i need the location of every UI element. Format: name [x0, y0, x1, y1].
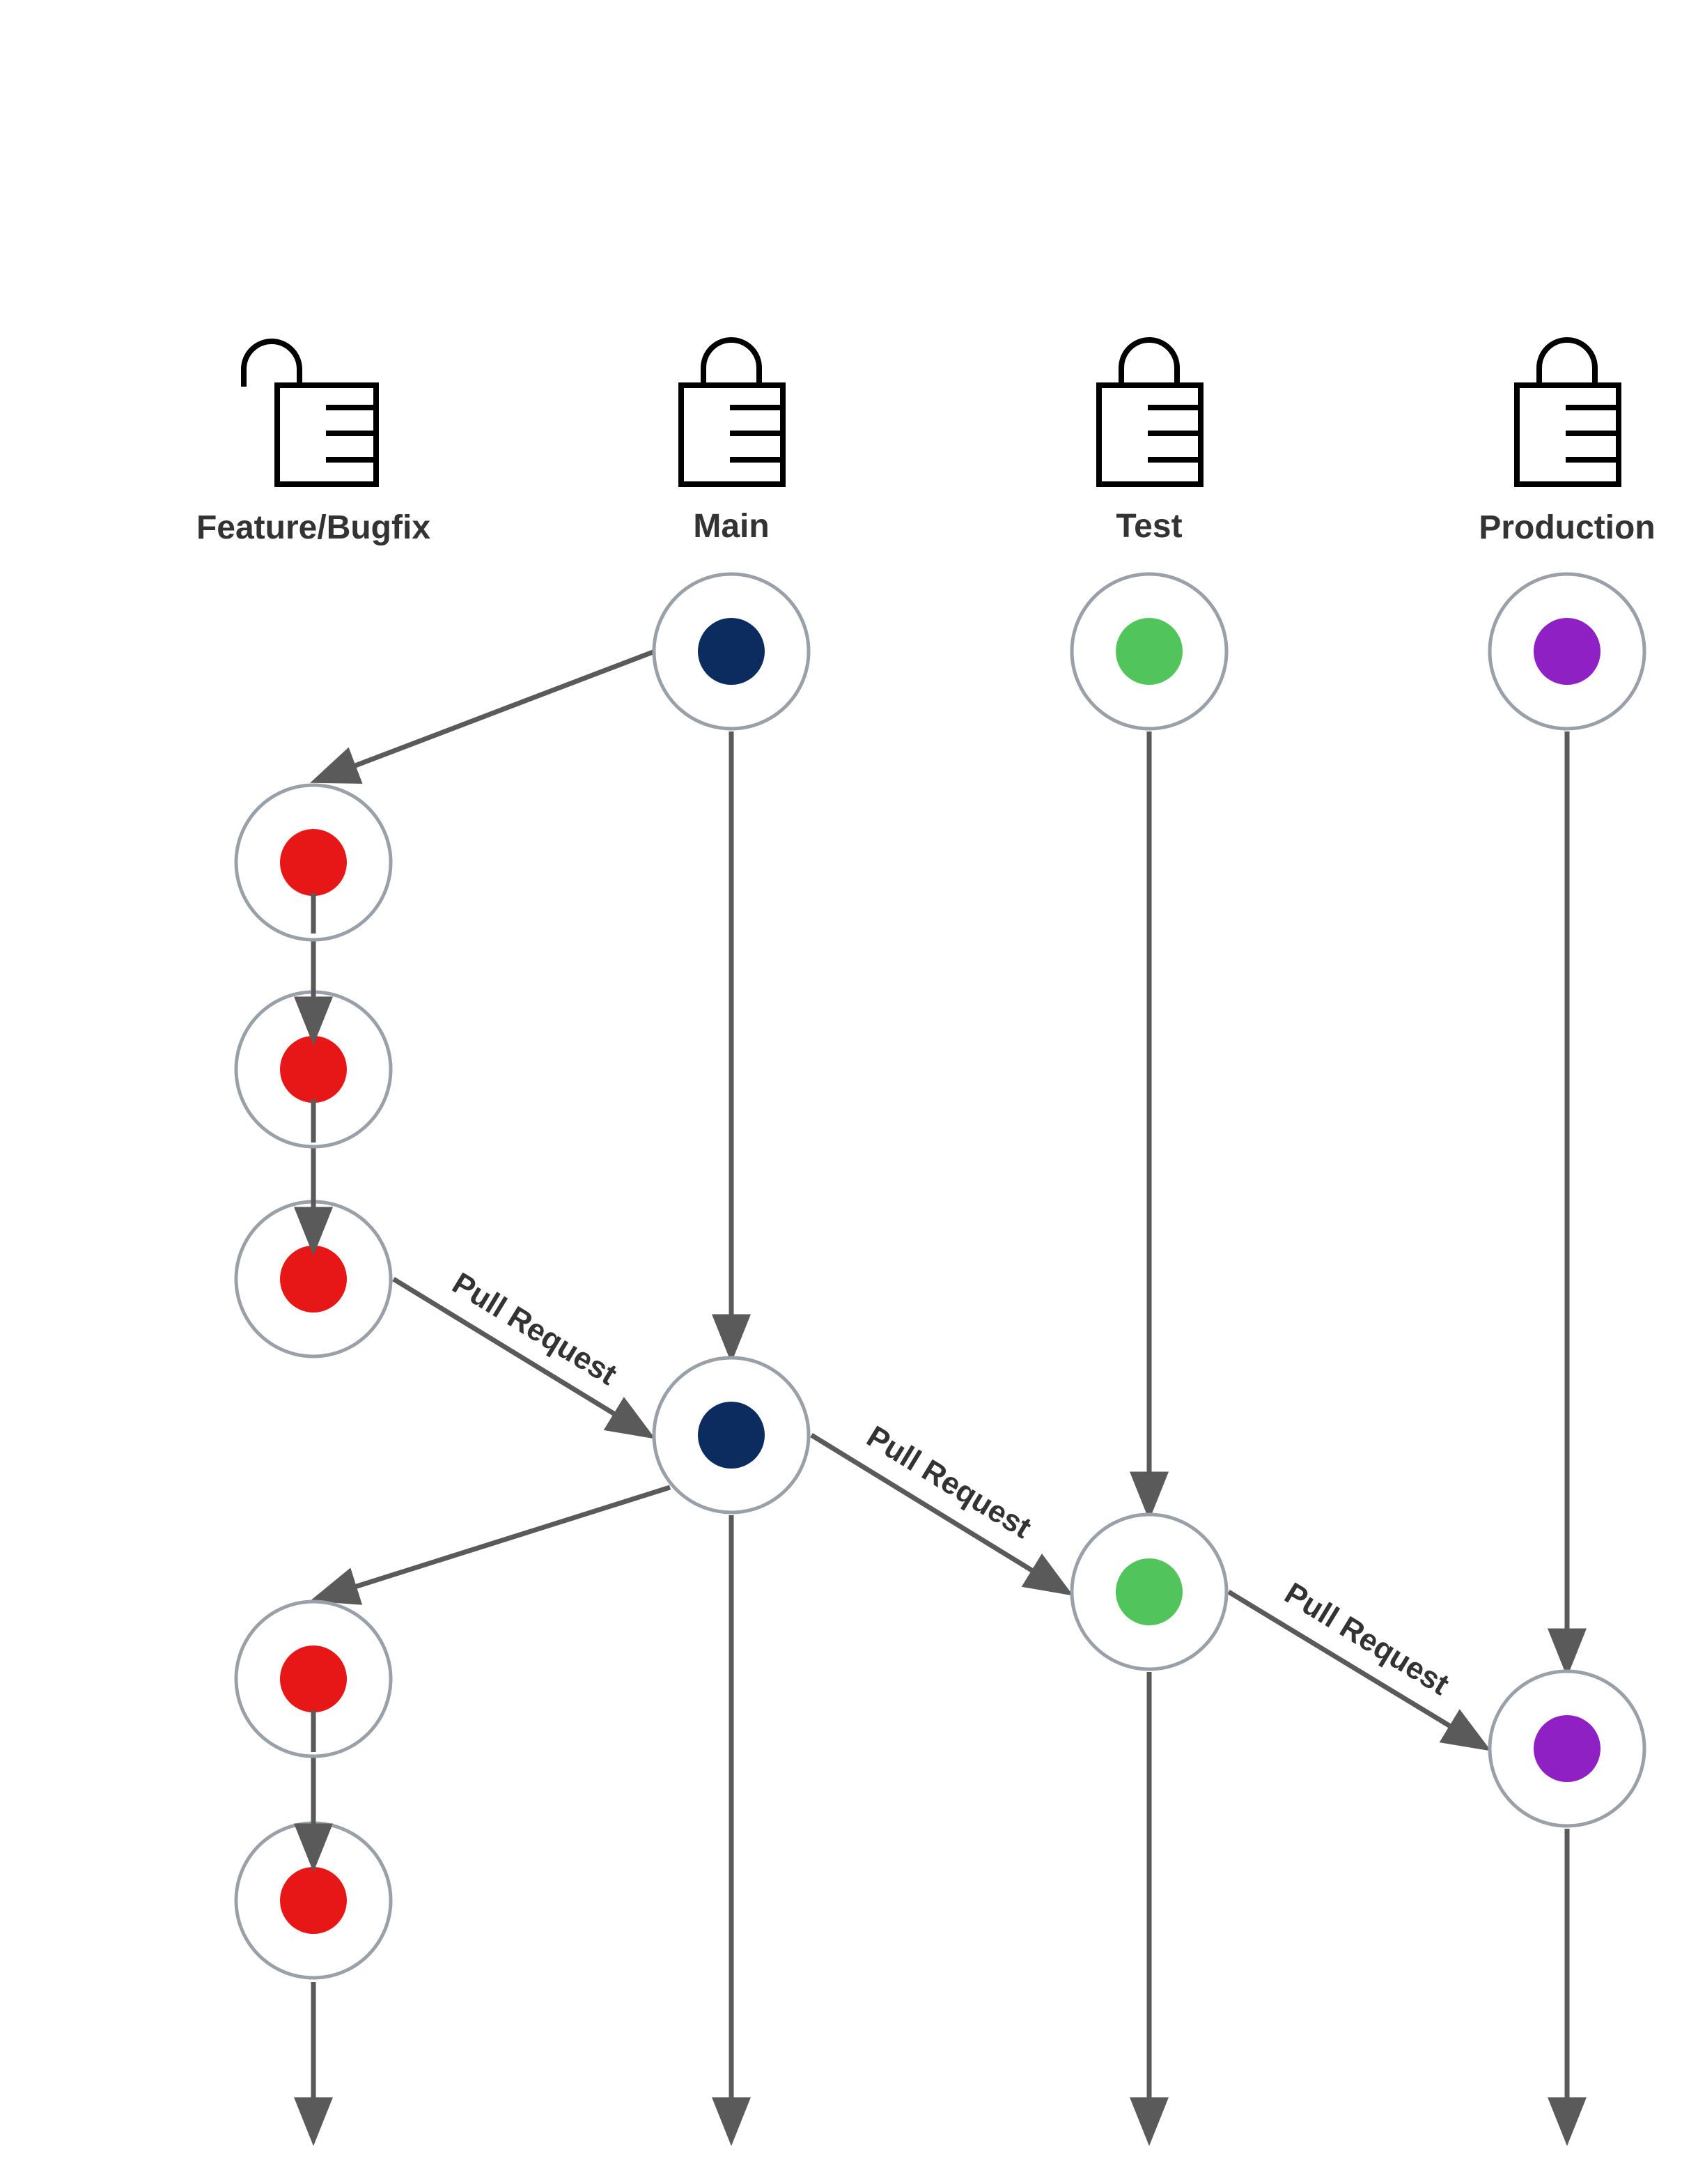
branch-header-production: Production	[1479, 337, 1656, 546]
commit-dot	[698, 1402, 765, 1469]
branch-off-arrow	[310, 649, 656, 784]
commit-dot	[1116, 1558, 1183, 1625]
commit-dot	[280, 1246, 347, 1312]
commit-dot	[280, 1867, 347, 1934]
unlocked-lock-icon	[241, 339, 379, 487]
commit-dot	[280, 829, 347, 896]
edges	[294, 649, 1587, 2146]
commit-node-production	[1488, 1669, 1646, 1828]
commit-dot	[1116, 618, 1183, 685]
commit-node-test	[1070, 572, 1229, 731]
commit-node-feature	[234, 1821, 393, 1980]
pull-request-arrow	[810, 1433, 1073, 1596]
branch-label-main: Main	[693, 508, 769, 545]
locked-lock-icon	[678, 337, 786, 487]
pull-request-arrow	[1227, 1590, 1491, 1751]
commit-dot	[1534, 1715, 1600, 1782]
commit-node-feature	[234, 990, 393, 1149]
commit-node-main	[652, 1356, 811, 1515]
branch-off-arrow	[309, 1485, 671, 1605]
branch-label-production: Production	[1479, 509, 1655, 546]
branch-header-test: Test	[1096, 337, 1204, 545]
commit-node-feature	[234, 783, 393, 942]
commit-dot	[1534, 618, 1600, 685]
commit-node-test	[1070, 1512, 1229, 1671]
commit-dot	[280, 1645, 347, 1712]
commit-node-main	[652, 572, 811, 731]
branch-label-test: Test	[1116, 508, 1182, 545]
branch-label-feature-bugfix: Feature/Bugfix	[196, 509, 430, 546]
locked-lock-icon	[1514, 337, 1621, 487]
locked-lock-icon	[1096, 337, 1204, 487]
commit-dot	[280, 1036, 347, 1103]
commit-node-feature	[234, 1600, 393, 1758]
commits	[234, 572, 1646, 1980]
branch-header-feature-bugfix: Feature/Bugfix	[196, 339, 430, 546]
pull-request-arrow	[392, 1277, 655, 1439]
branch-header-main: Main	[678, 337, 786, 545]
commit-dot	[698, 618, 765, 685]
commit-node-production	[1488, 572, 1646, 731]
